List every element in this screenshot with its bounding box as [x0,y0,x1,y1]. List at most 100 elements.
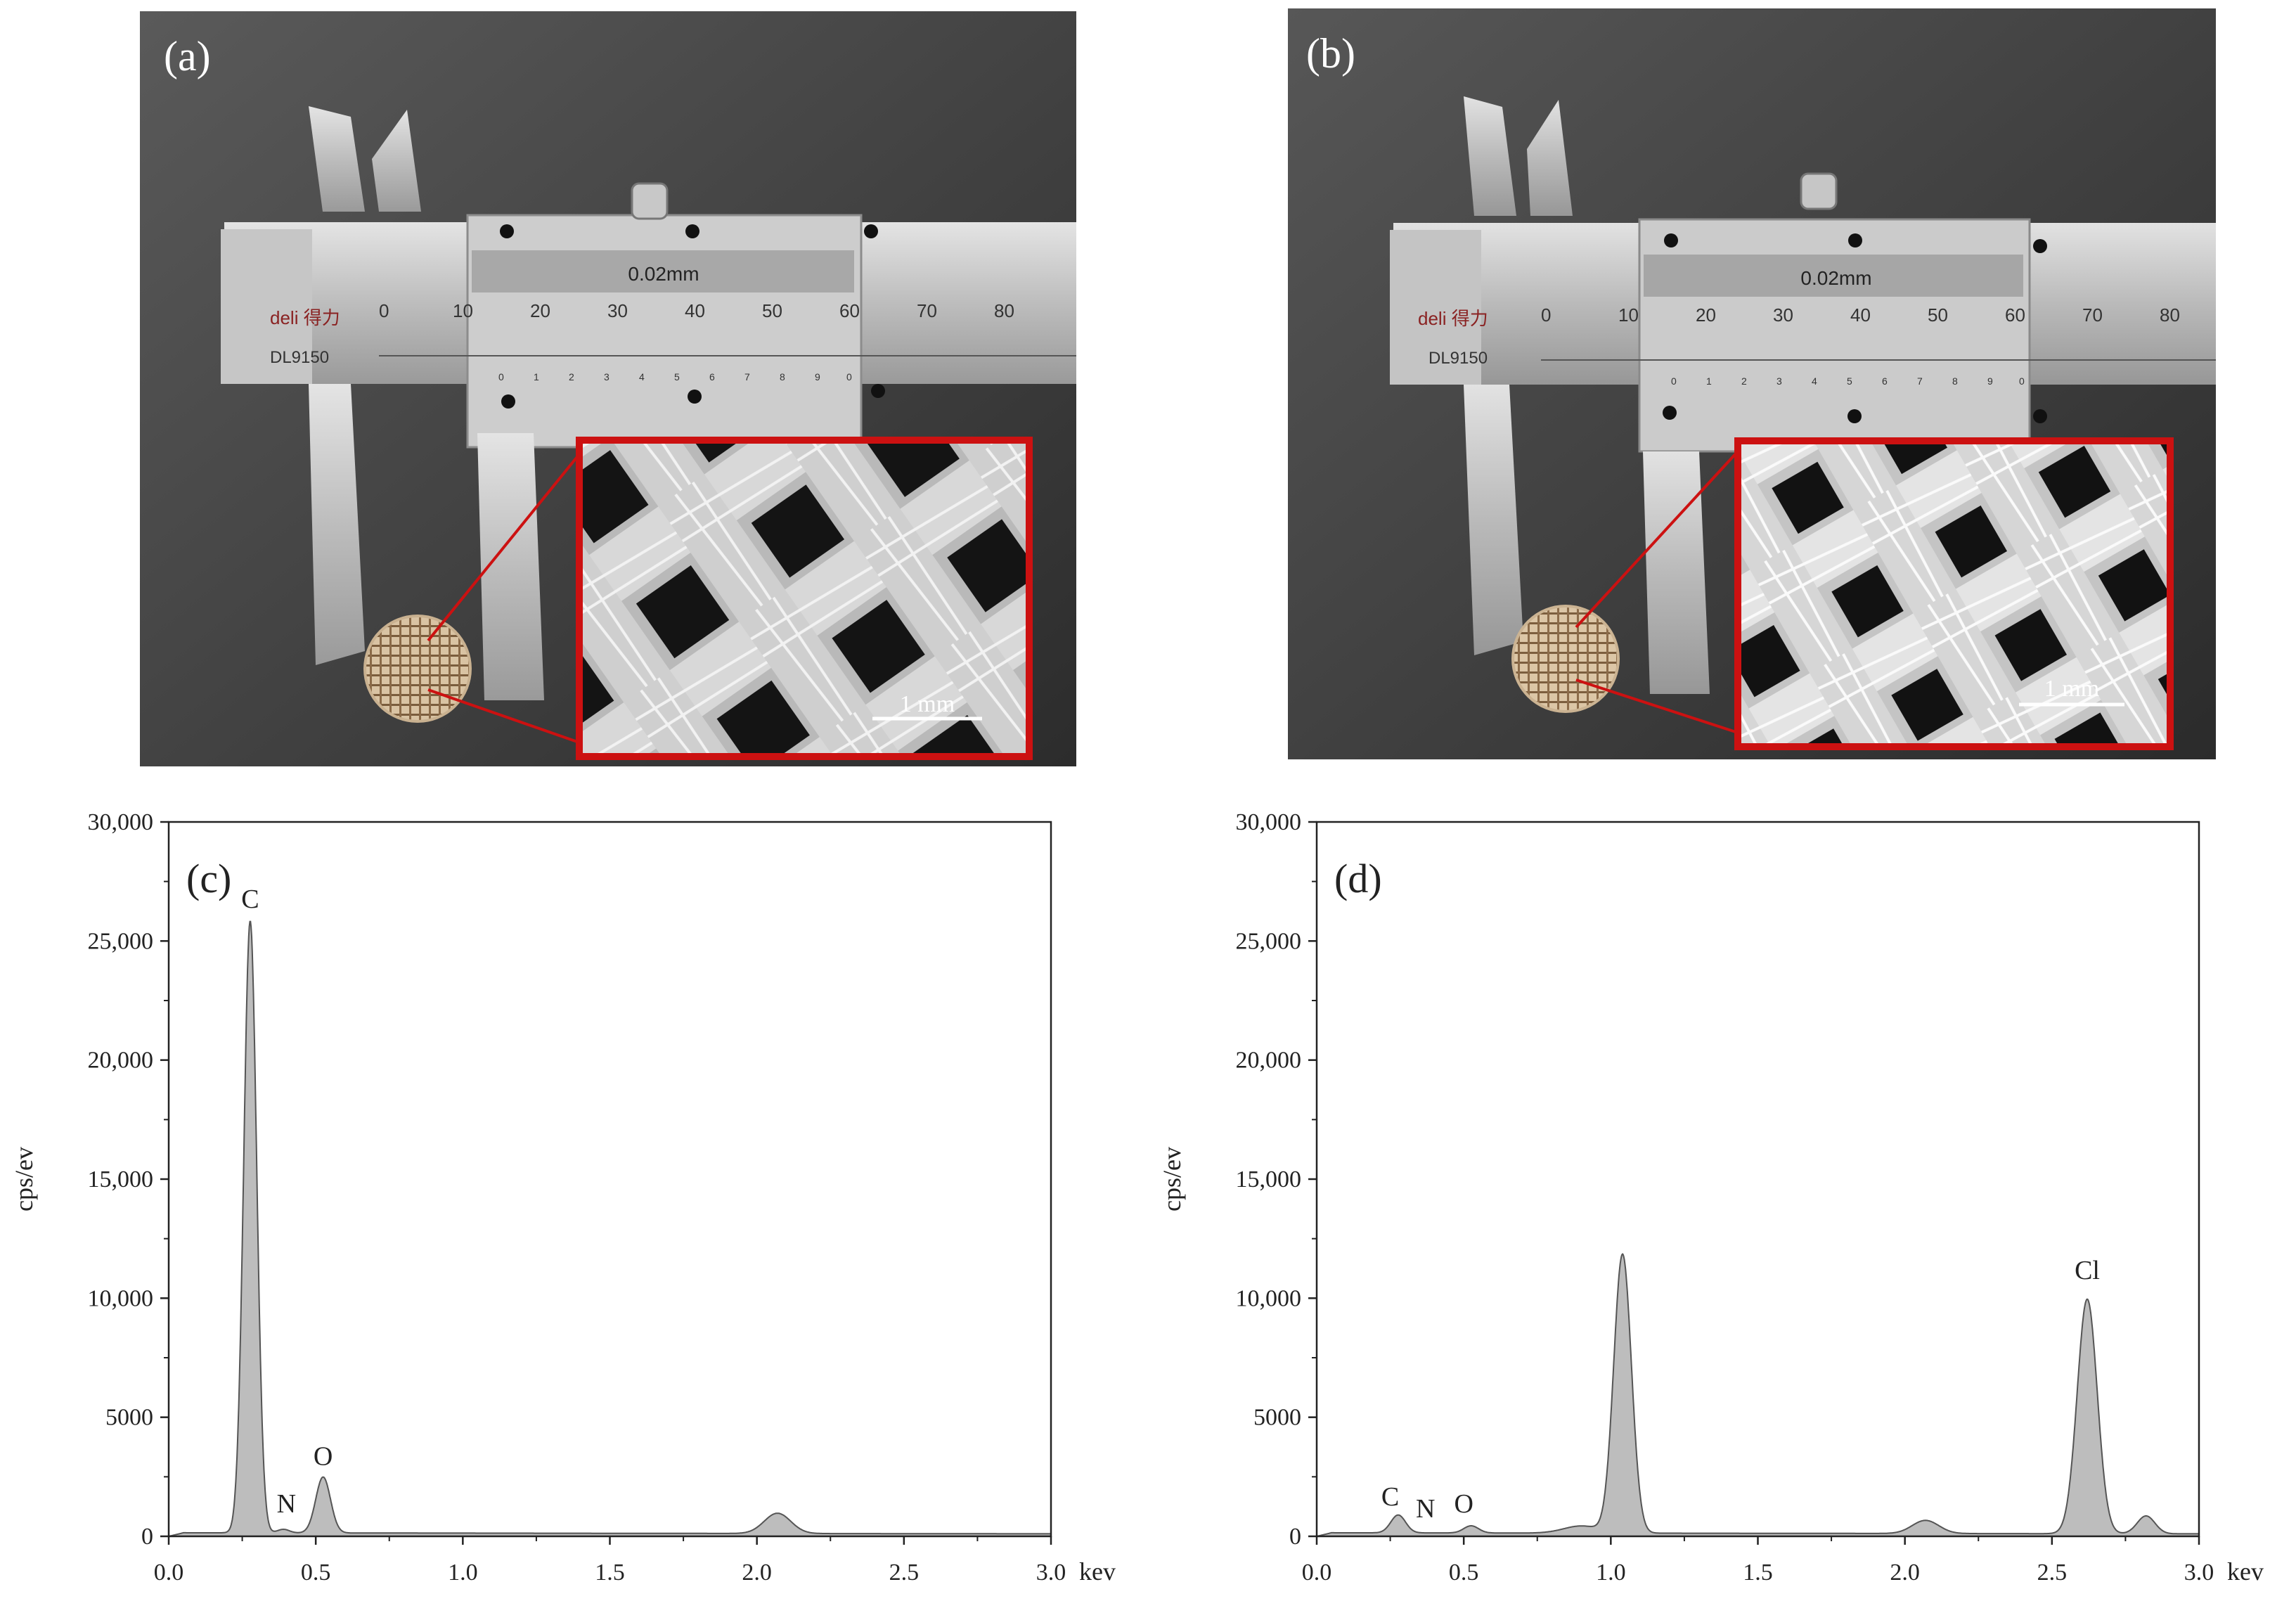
x-tick-label: 2.5 [2037,1560,2068,1586]
panel-label: (c) [186,856,231,901]
scale-bar-label-a: 1 mm [900,691,955,717]
x-axis-label: kev [2227,1557,2264,1586]
svg-text:9: 9 [1987,375,1993,387]
svg-text:70: 70 [2082,304,2103,326]
scaffold-sample-b [1511,605,1620,713]
svg-text:2: 2 [1741,375,1747,387]
peak-label-c: C [1381,1482,1399,1512]
svg-text:50: 50 [762,300,782,321]
caliper-model: DL9150 [270,348,329,367]
x-tick-label: 0.0 [1302,1560,1332,1586]
panel-label-a: (a) [164,33,211,79]
svg-text:60: 60 [2005,304,2025,326]
y-tick-label: 20,000 [1236,1048,1302,1074]
svg-text:0: 0 [498,371,504,382]
y-tick-label: 30,000 [1236,809,1302,835]
svg-text:3: 3 [604,371,610,382]
peak-label-o: O [314,1441,333,1471]
svg-text:2: 2 [569,371,574,382]
sem-inset-a [576,437,1033,760]
vernier-scale-a: 0 1 2 3 4 5 6 7 8 9 0 [498,371,852,382]
main-scale-b: 0 10 20 30 40 50 60 70 80 [1541,304,2216,361]
svg-text:0: 0 [1671,375,1677,387]
svg-text:20: 20 [530,300,550,321]
caliper-brand: deli 得力 [1418,308,1488,329]
x-tick-label: 2.0 [742,1560,772,1586]
spectrum-area [168,920,1052,1537]
y-tick-label: 0 [1289,1524,1301,1550]
svg-text:60: 60 [839,300,860,321]
svg-text:0: 0 [379,300,389,321]
svg-text:6: 6 [709,371,715,382]
y-tick-label: 25,000 [1236,928,1302,954]
spectrum-area [1316,1253,2200,1537]
svg-text:5: 5 [1847,375,1852,387]
y-tick-label: 15,000 [88,1166,154,1192]
panel-label: (d) [1334,856,1382,901]
svg-text:30: 30 [607,300,628,321]
y-tick-label: 5000 [105,1405,153,1431]
svg-text:1: 1 [534,371,539,382]
x-tick-label: 1.0 [448,1560,478,1586]
svg-text:7: 7 [744,371,750,382]
x-tick-label: 0.0 [154,1560,184,1586]
svg-text:0: 0 [846,371,852,382]
svg-text:0: 0 [1541,304,1551,326]
y-tick-label: 20,000 [88,1048,154,1074]
peak-label-o: O [1454,1489,1473,1519]
caliper-photo-b: 0.02mm deli 得力 DL9150 0 10 20 30 40 50 6… [1288,8,2216,759]
caliper-model: DL9150 [1428,349,1488,368]
scaffold-sample-a [363,615,472,723]
svg-text:3: 3 [1776,375,1782,387]
svg-text:8: 8 [780,371,785,382]
vernier-scale-b: 0 1 2 3 4 5 6 7 8 9 0 [1671,375,2025,387]
svg-text:4: 4 [1812,375,1817,387]
x-tick-label: 0.5 [1449,1560,1479,1586]
svg-text:6: 6 [1882,375,1888,387]
peak-label-n: N [1416,1494,1435,1524]
y-axis-label: cps/ev [1158,1147,1186,1211]
svg-text:80: 80 [994,300,1014,321]
svg-text:9: 9 [815,371,820,382]
x-axis-label: kev [1079,1557,1116,1586]
svg-text:8: 8 [1952,375,1958,387]
plot-frame [1315,821,2200,1538]
svg-text:40: 40 [685,300,705,321]
svg-text:80: 80 [2160,304,2180,326]
photo-panel-a: 0.02mm deli 得力 DL9150 0 10 20 30 40 50 6… [140,11,1076,766]
caliper-photo-a: 0.02mm deli 得力 DL9150 0 10 20 30 40 50 6… [140,11,1076,766]
x-tick-label: 1.5 [1743,1560,1773,1586]
sem-inset-b [1734,437,2174,750]
svg-text:7: 7 [1917,375,1923,387]
x-tick-label: 3.0 [2184,1560,2214,1586]
svg-text:4: 4 [639,371,645,382]
y-tick-label: 25,000 [88,928,154,954]
x-tick-label: 2.5 [889,1560,920,1586]
x-tick-label: 1.5 [595,1560,625,1586]
svg-text:1: 1 [1706,375,1712,387]
y-tick-label: 30,000 [88,809,154,835]
scale-bar-label-b: 1 mm [2044,676,2099,702]
x-tick-label: 2.0 [1890,1560,1920,1586]
main-scale-a: 0 10 20 30 40 50 60 70 80 [379,300,1076,356]
vernier-label: 0.02mm [1800,267,1871,289]
x-tick-label: 1.0 [1596,1560,1626,1586]
photo-panel-b: 0.02mm deli 得力 DL9150 0 10 20 30 40 50 6… [1288,8,2216,759]
peak-label-c: C [241,885,259,914]
svg-text:10: 10 [1618,304,1639,326]
peak-label-n: N [277,1489,296,1519]
svg-text:10: 10 [453,300,473,321]
svg-text:30: 30 [1773,304,1793,326]
caliper-brand: deli 得力 [270,307,340,328]
y-tick-label: 10,000 [88,1285,154,1311]
svg-text:20: 20 [1696,304,1716,326]
y-tick-label: 0 [141,1524,153,1550]
y-tick-label: 10,000 [1236,1285,1302,1311]
svg-text:50: 50 [1928,304,1948,326]
panel-label-b: (b) [1306,30,1355,77]
svg-text:70: 70 [917,300,937,321]
